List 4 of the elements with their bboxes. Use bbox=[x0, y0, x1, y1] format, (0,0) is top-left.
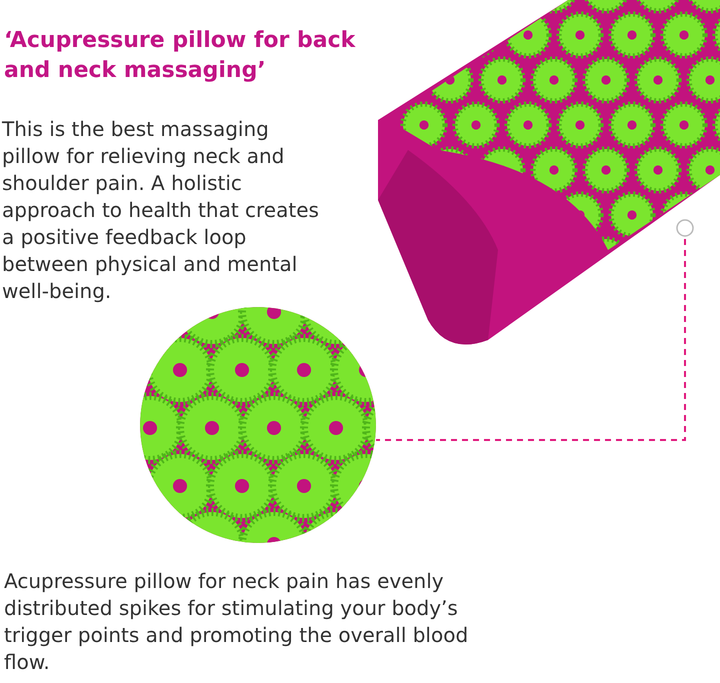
leader-line bbox=[376, 219, 694, 441]
description-text: Acupressure pillow for neck pain has evenly distributed spikes for stimulating your body’s trigger points and promoting the overall blood flow. bbox=[4, 568, 470, 676]
heading: ‘Acupressure pillow for back and neck massaging’ bbox=[4, 27, 356, 85]
description-text: This is the best massaging pillow for relieving neck and shoulder pain. A holistic approach to health that creates a positive feedback loop between physical and mental well-being. bbox=[2, 116, 320, 305]
